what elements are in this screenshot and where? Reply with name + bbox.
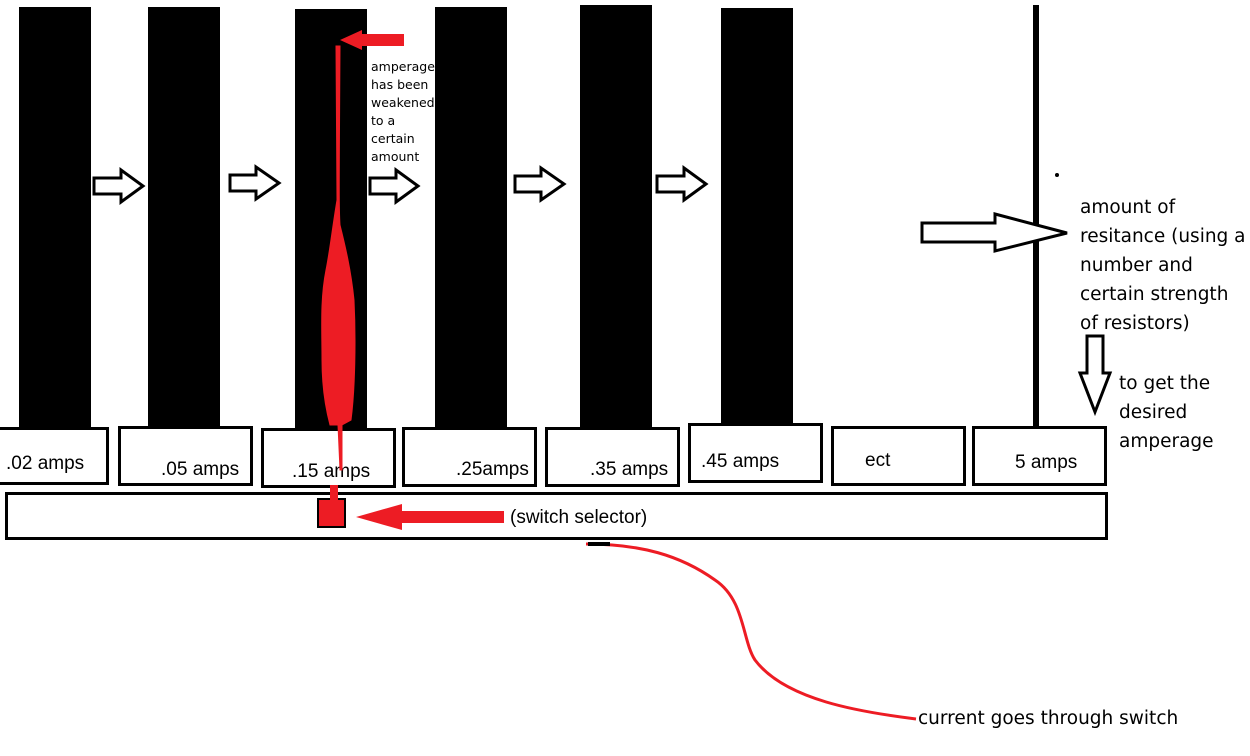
note-line: resitance (using a bbox=[1080, 226, 1246, 247]
note-line: amperage bbox=[1119, 431, 1214, 452]
note-current: current goes through switch bbox=[918, 708, 1179, 729]
amp-box[interactable] bbox=[831, 426, 966, 486]
switch-selector[interactable] bbox=[5, 492, 1108, 540]
note-resistance: amount of resitance (using a number and … bbox=[1080, 193, 1246, 338]
contact-stem bbox=[330, 485, 338, 500]
amp-box[interactable] bbox=[972, 426, 1107, 486]
amp-label: .02 amps bbox=[6, 453, 85, 474]
current-trace bbox=[321, 45, 356, 471]
note-line: to get the bbox=[1119, 373, 1211, 394]
note-line: number and bbox=[1080, 255, 1193, 276]
amp-box[interactable] bbox=[545, 427, 680, 487]
pointer-arrow-icon bbox=[920, 212, 1068, 253]
note-line: to a bbox=[371, 113, 396, 128]
amp-label: .25amps bbox=[456, 459, 529, 480]
flow-arrow-icon bbox=[228, 164, 282, 202]
note-line: weakened bbox=[371, 95, 435, 110]
amp-box[interactable] bbox=[261, 428, 396, 488]
flow-arrow-icon bbox=[655, 165, 709, 203]
flow-arrow-icon bbox=[368, 167, 421, 205]
amp-label: .15 amps bbox=[292, 461, 371, 482]
resistor-bar bbox=[19, 7, 91, 428]
note-line: has been bbox=[371, 77, 429, 92]
current-wire bbox=[585, 542, 917, 721]
amp-label: .05 amps bbox=[161, 459, 240, 480]
resistor-bar bbox=[148, 7, 220, 428]
note-line: amperage bbox=[371, 59, 435, 74]
flow-arrow-icon bbox=[92, 167, 146, 205]
arrow-left-icon bbox=[356, 504, 504, 530]
note-weakened: amperage has been weakened to a certain … bbox=[371, 58, 441, 166]
note-line: certain bbox=[371, 131, 415, 146]
note-line: amount of bbox=[1080, 197, 1176, 218]
note-line: certain strength bbox=[1080, 284, 1229, 305]
note-line: desired bbox=[1119, 402, 1188, 423]
resistor-bar bbox=[435, 7, 507, 430]
flow-arrow-icon bbox=[513, 165, 567, 203]
amp-box[interactable] bbox=[0, 427, 109, 485]
amp-label: ect bbox=[865, 450, 891, 471]
note-line: of resistors) bbox=[1080, 313, 1190, 334]
switch-contact bbox=[317, 498, 346, 528]
wire-end bbox=[588, 542, 610, 546]
amp-box[interactable] bbox=[688, 423, 823, 483]
amp-box[interactable] bbox=[118, 426, 253, 486]
amp-label: .45 amps bbox=[701, 451, 780, 472]
down-arrow-icon bbox=[1077, 334, 1113, 417]
resistor-bar bbox=[580, 5, 652, 428]
resistor-line bbox=[1033, 5, 1039, 427]
switch-selector-label: (switch selector) bbox=[510, 507, 648, 528]
tick-mark bbox=[1055, 173, 1059, 177]
amp-label: 5 amps bbox=[1015, 452, 1078, 473]
arrow-left-icon bbox=[340, 30, 404, 50]
note-desired: to get the desired amperage bbox=[1119, 369, 1214, 456]
note-line: amount bbox=[371, 149, 420, 164]
resistor-bar bbox=[721, 8, 793, 429]
amp-label: .35 amps bbox=[590, 459, 669, 480]
amp-box[interactable] bbox=[402, 427, 537, 487]
